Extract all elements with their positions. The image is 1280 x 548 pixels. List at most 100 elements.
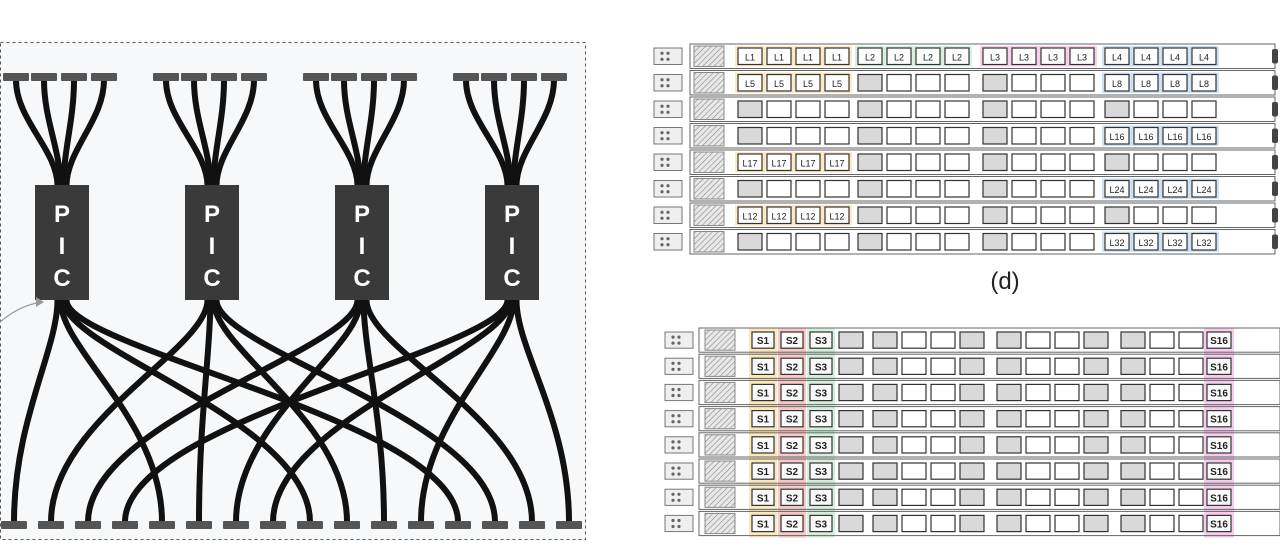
plug-pin xyxy=(677,361,681,365)
port-label: S16 xyxy=(1210,336,1228,347)
connector-top xyxy=(211,73,237,81)
plug-pin xyxy=(671,393,675,398)
port xyxy=(872,331,898,349)
port xyxy=(737,206,763,225)
port-label: S3 xyxy=(815,336,828,347)
port xyxy=(795,179,821,198)
port xyxy=(1206,357,1232,376)
port xyxy=(1162,232,1188,251)
port xyxy=(1040,232,1066,251)
port xyxy=(1120,462,1146,480)
port xyxy=(824,179,850,198)
fiber-top xyxy=(510,77,527,189)
port xyxy=(1054,462,1080,480)
connector-top xyxy=(181,73,207,81)
plug-pin xyxy=(677,367,681,371)
port-label: L24 xyxy=(1167,185,1182,195)
pic-chip-letter: I xyxy=(509,233,516,260)
row-plug xyxy=(653,153,683,171)
connector-bottom xyxy=(482,521,508,529)
plug-pin xyxy=(677,341,681,345)
port xyxy=(930,514,956,533)
port xyxy=(1133,100,1159,119)
rack-row xyxy=(698,510,1280,537)
plug-pin xyxy=(677,524,681,529)
port xyxy=(959,436,985,454)
connector-bottom xyxy=(334,521,360,529)
plug-pin xyxy=(666,110,670,114)
pic-chip xyxy=(185,185,239,300)
port-label: L1 xyxy=(832,52,842,62)
port xyxy=(1083,357,1109,376)
port xyxy=(1149,488,1175,506)
plug-pin xyxy=(660,110,664,114)
port xyxy=(959,514,985,533)
port xyxy=(857,206,883,225)
port xyxy=(982,179,1008,198)
port-label: L8 xyxy=(1170,79,1180,89)
port xyxy=(780,514,804,533)
port xyxy=(915,153,941,172)
port-label: S3 xyxy=(815,467,828,478)
plug-pin xyxy=(666,216,670,220)
port xyxy=(915,126,941,145)
port xyxy=(1178,409,1204,428)
plug-pin xyxy=(666,157,670,161)
port xyxy=(1025,514,1051,533)
connector-bottom xyxy=(556,521,582,529)
port xyxy=(996,436,1022,454)
port xyxy=(1206,383,1232,402)
plug-pin xyxy=(666,78,670,82)
fiber-bottom xyxy=(363,297,535,525)
port xyxy=(982,100,1008,119)
port xyxy=(1133,73,1159,92)
plug-pin xyxy=(671,367,675,371)
port xyxy=(1162,179,1188,198)
port xyxy=(809,409,833,428)
port-label: S16 xyxy=(1210,389,1228,400)
connector-bottom xyxy=(38,521,64,529)
port-label: S2 xyxy=(786,441,799,452)
fiber-bottom xyxy=(418,297,517,525)
port-label: L32 xyxy=(1109,238,1124,248)
fiber-bottom xyxy=(233,297,364,525)
port xyxy=(1191,232,1217,251)
plug-pin xyxy=(671,387,675,392)
port xyxy=(737,126,763,145)
fiber-top xyxy=(41,77,64,189)
port-label: L3 xyxy=(1048,52,1058,62)
fiber-bottom xyxy=(85,297,361,525)
port-label: L17 xyxy=(742,158,757,168)
plug-pin xyxy=(660,216,664,220)
pic-chip-letter: P xyxy=(204,201,220,228)
fiber-bottom xyxy=(60,297,313,525)
pic-chip xyxy=(485,185,539,300)
port-label: S16 xyxy=(1210,415,1228,426)
port xyxy=(1206,514,1232,533)
plug-pin xyxy=(666,104,670,108)
fiber-bottom xyxy=(360,297,387,525)
row-latch xyxy=(1272,128,1278,143)
port xyxy=(780,436,804,454)
port xyxy=(766,153,792,172)
port xyxy=(1133,179,1159,198)
port xyxy=(1011,206,1037,225)
row-latch xyxy=(1272,49,1278,64)
row-hatch xyxy=(693,204,725,226)
port xyxy=(824,232,850,251)
port xyxy=(1025,357,1051,376)
arrow-head xyxy=(36,297,44,307)
port xyxy=(1025,331,1051,349)
panel-border xyxy=(0,42,586,540)
port xyxy=(1083,331,1109,349)
port xyxy=(1162,100,1188,119)
port xyxy=(737,179,763,198)
port xyxy=(915,47,941,66)
port xyxy=(1149,462,1175,480)
plug-pin xyxy=(660,78,664,82)
port xyxy=(1178,357,1204,376)
fiber-bottom xyxy=(513,297,572,525)
port xyxy=(944,73,970,92)
port xyxy=(1054,436,1080,454)
